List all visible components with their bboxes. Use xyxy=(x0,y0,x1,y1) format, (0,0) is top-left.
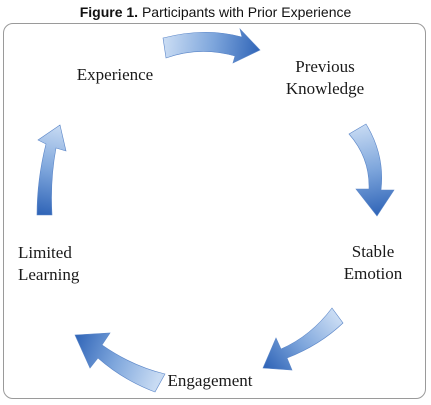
node-limited-learning-line2: Learning xyxy=(18,265,80,284)
node-previous-knowledge-line2: Knowledge xyxy=(285,79,365,98)
node-experience-line1: Experience xyxy=(76,65,154,84)
node-stable-emotion-line1: Stable xyxy=(351,242,395,261)
figure-title: Figure 1. Participants with Prior Experi… xyxy=(0,2,431,22)
node-previous-knowledge: Previous Knowledge xyxy=(260,56,390,100)
node-stable-emotion: Stable Emotion xyxy=(318,241,428,285)
arrow-experience-to-knowledge xyxy=(162,27,261,64)
arrow-engagement-to-learning xyxy=(74,332,166,393)
node-engagement: Engagement xyxy=(145,370,275,392)
node-stable-emotion-line2: Emotion xyxy=(343,264,403,283)
arrow-emotion-to-engagement xyxy=(262,307,344,371)
node-experience: Experience xyxy=(55,64,175,86)
figure-number: Figure 1. xyxy=(79,4,139,20)
arrow-learning-to-experience xyxy=(36,124,67,216)
node-limited-learning-line1: Limited xyxy=(18,243,72,262)
figure-caption: Participants with Prior Experience xyxy=(138,4,352,20)
diagram-frame xyxy=(3,23,426,399)
node-limited-learning: Limited Learning xyxy=(18,242,118,286)
node-engagement-line1: Engagement xyxy=(167,371,253,390)
node-previous-knowledge-line1: Previous xyxy=(295,57,355,76)
arrow-knowledge-to-emotion xyxy=(348,123,395,217)
